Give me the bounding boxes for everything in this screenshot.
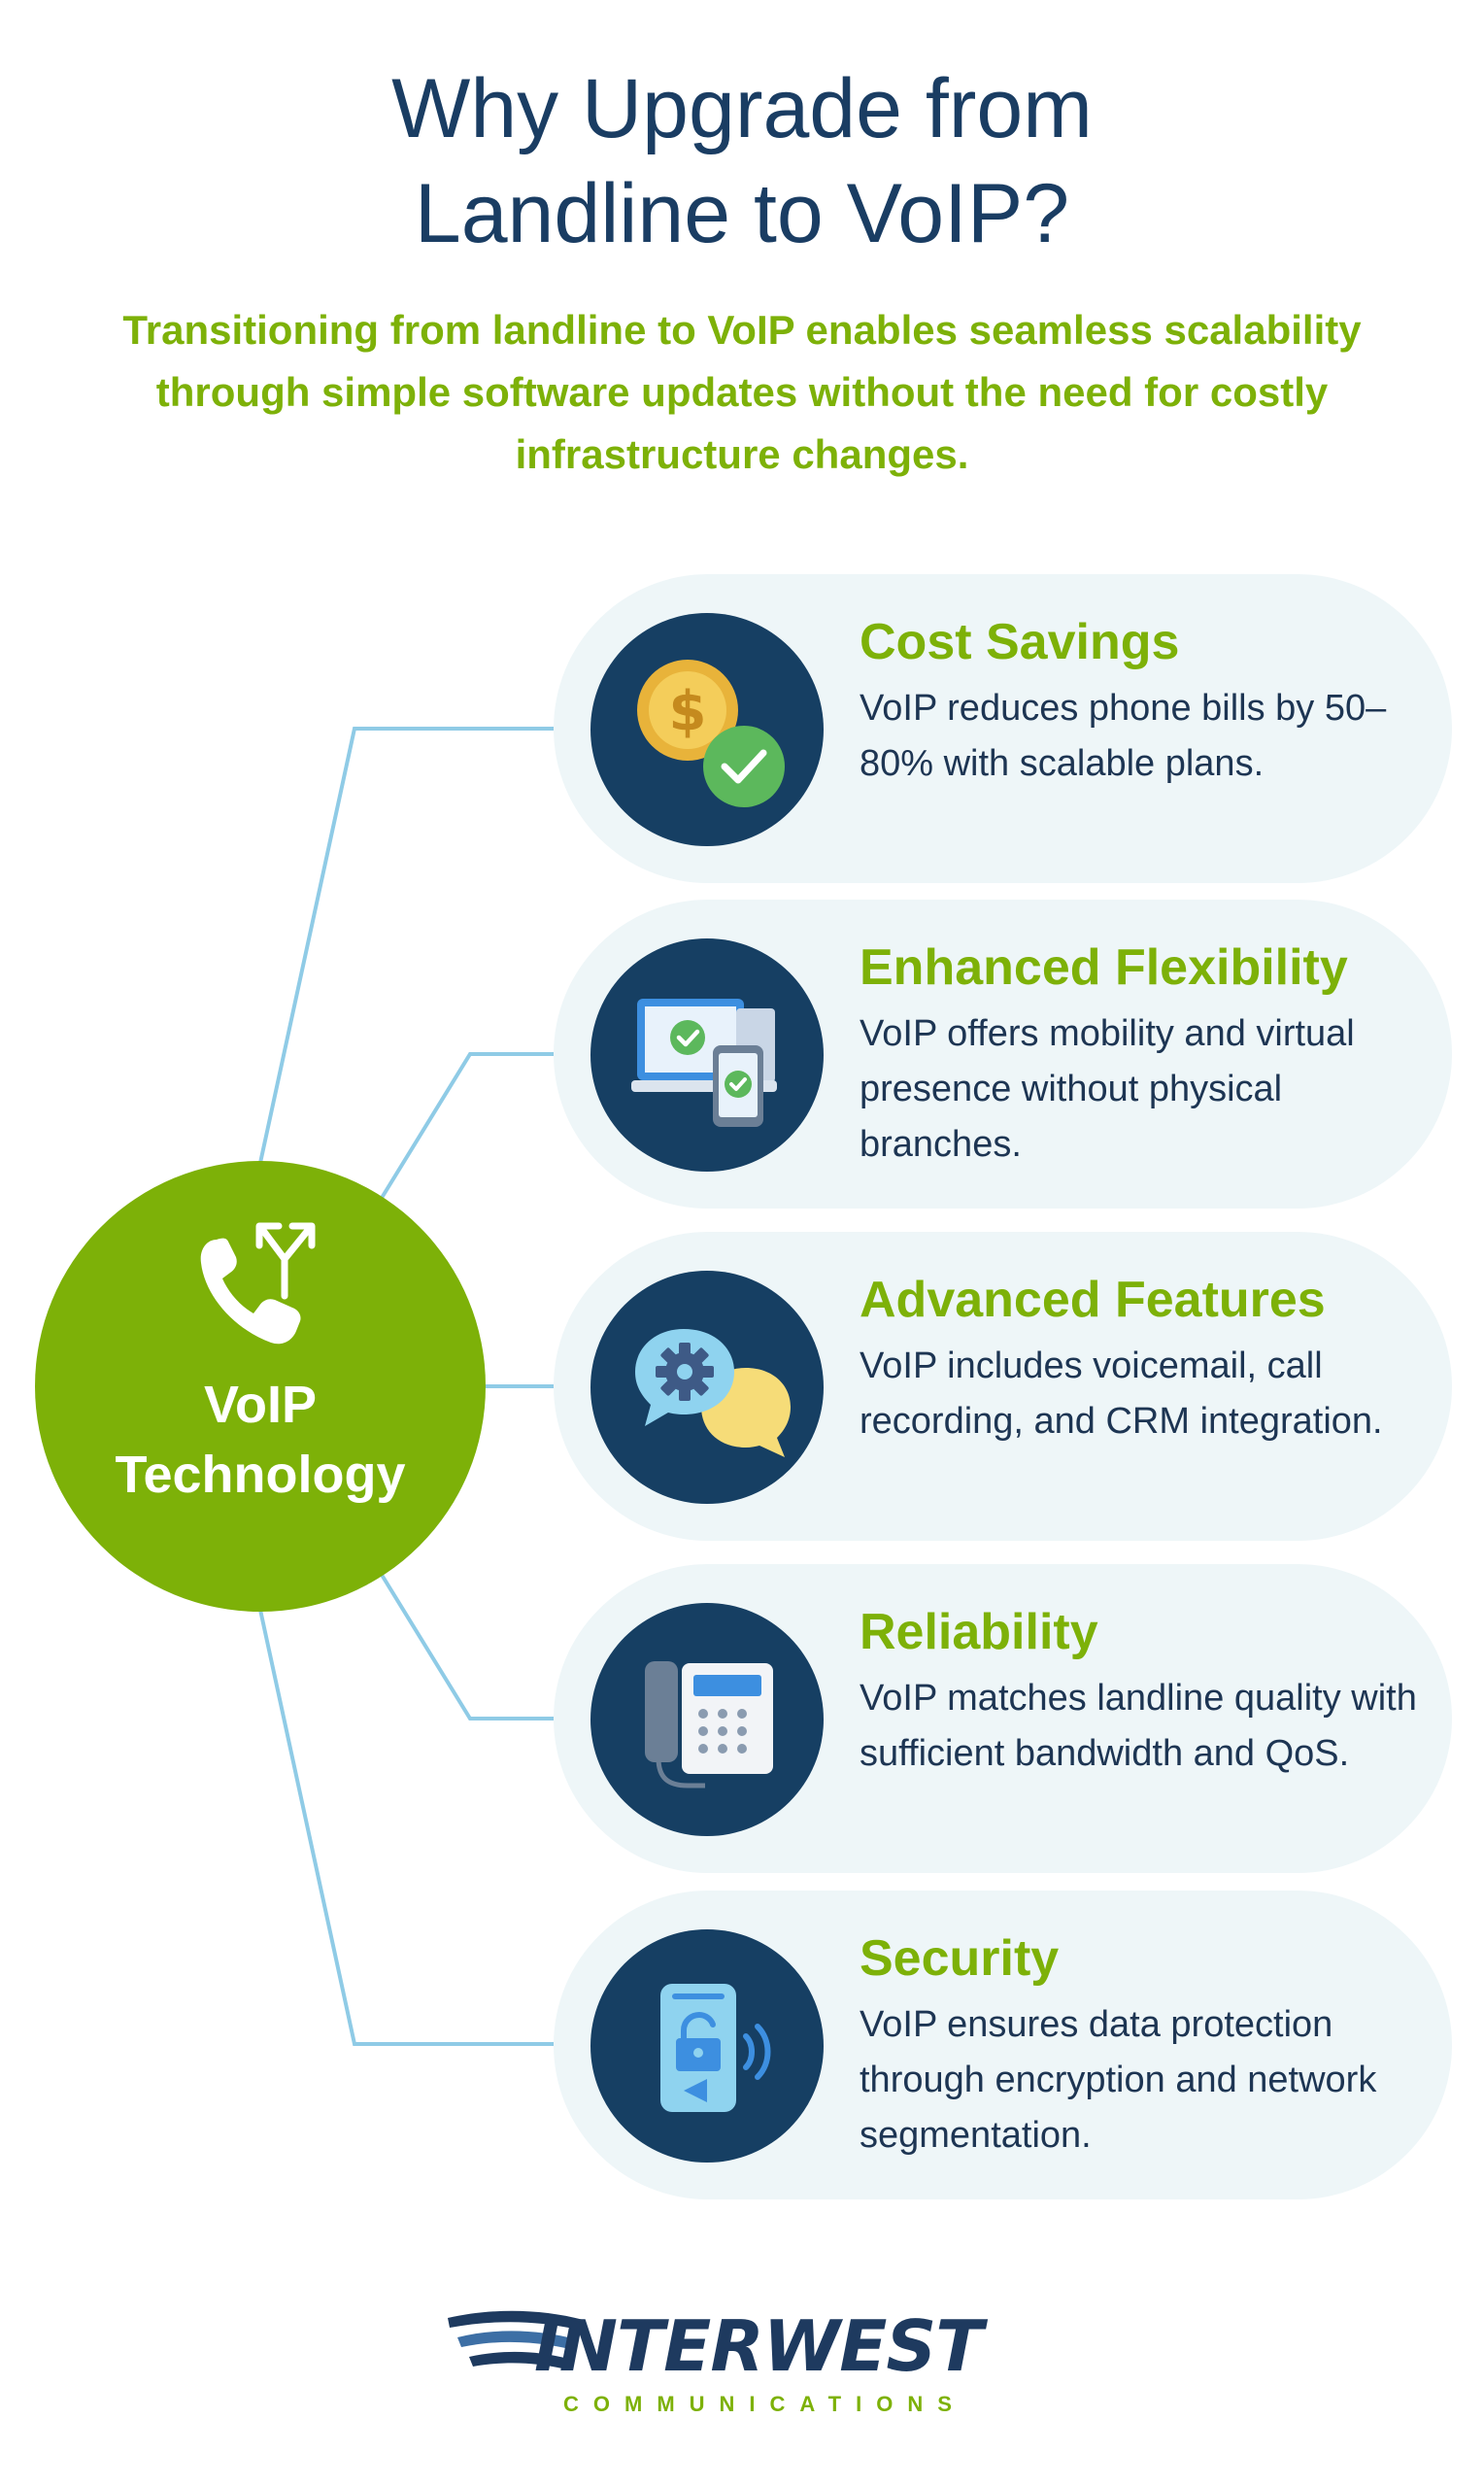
benefit-title: Advanced Features — [860, 1272, 1326, 1328]
benefit-title: Cost Savings — [860, 614, 1180, 670]
benefit-title: Security — [860, 1930, 1060, 1987]
phone-branch-icon — [200, 1222, 316, 1345]
coin-check-icon: $ — [637, 660, 785, 807]
benefit-card-security: Security VoIP ensures data protection th… — [554, 1891, 1452, 2199]
logo-swoosh-icon — [448, 2310, 584, 2368]
benefit-title: Enhanced Flexibility — [860, 939, 1348, 996]
title-line-2: Landline to VoIP? — [414, 167, 1070, 260]
benefit-description: VoIP matches landline quality with suffi… — [860, 1678, 1417, 1774]
desk-phone-icon — [645, 1661, 773, 1789]
page-title: Why Upgrade from Landline to VoIP? — [0, 56, 1484, 266]
title-line-1: Why Upgrade from — [391, 62, 1093, 155]
connector-security — [258, 1609, 554, 2046]
page-subtitle: Transitioning from landline to VoIP enab… — [122, 307, 1362, 477]
benefit-icon-circle — [590, 1271, 824, 1504]
svg-text:$: $ — [669, 680, 707, 743]
connector-enhanced-flexibility — [380, 1052, 554, 1200]
hub-label-line-2: Technology — [115, 1446, 406, 1504]
hub-label: VoIP Technology — [35, 1370, 486, 1510]
benefit-description: VoIP offers mobility and virtual presenc… — [860, 1013, 1355, 1165]
benefit-icon-circle — [590, 1929, 824, 2163]
voip-technology-hub: VoIP Technology — [35, 1161, 486, 1612]
connector-cost-savings — [258, 727, 554, 1164]
benefit-description: VoIP includes voicemail, call recording,… — [860, 1346, 1383, 1442]
devices-icon — [631, 999, 777, 1127]
secure-phone-icon — [660, 1984, 771, 2112]
benefit-card-cost-savings: $ Cost Savings VoIP reduces phone bills … — [554, 574, 1452, 883]
logo-wordmark: INTERWEST — [534, 2305, 983, 2387]
benefit-card-reliability: Reliability VoIP matches landline qualit… — [554, 1564, 1452, 1873]
benefit-description: VoIP ensures data protection through enc… — [860, 2004, 1377, 2156]
hub-label-line-1: VoIP — [203, 1376, 317, 1434]
logo-tagline: COMMUNICATIONS — [563, 2392, 966, 2416]
benefit-icon-circle — [590, 1603, 824, 1836]
interwest-logo: INTERWEST COMMUNICATIONS — [442, 2302, 1044, 2429]
benefit-description: VoIP reduces phone bills by 50–80% with … — [860, 688, 1387, 784]
benefit-card-advanced-features: Advanced Features VoIP includes voicemai… — [554, 1232, 1452, 1541]
chat-gear-icon — [635, 1329, 791, 1457]
benefit-icon-circle — [590, 938, 824, 1172]
benefit-card-enhanced-flexibility: Enhanced Flexibility VoIP offers mobilit… — [554, 900, 1452, 1209]
benefit-title: Reliability — [860, 1604, 1098, 1660]
connector-reliability — [380, 1573, 554, 1720]
benefit-icon-circle: $ — [590, 613, 824, 846]
